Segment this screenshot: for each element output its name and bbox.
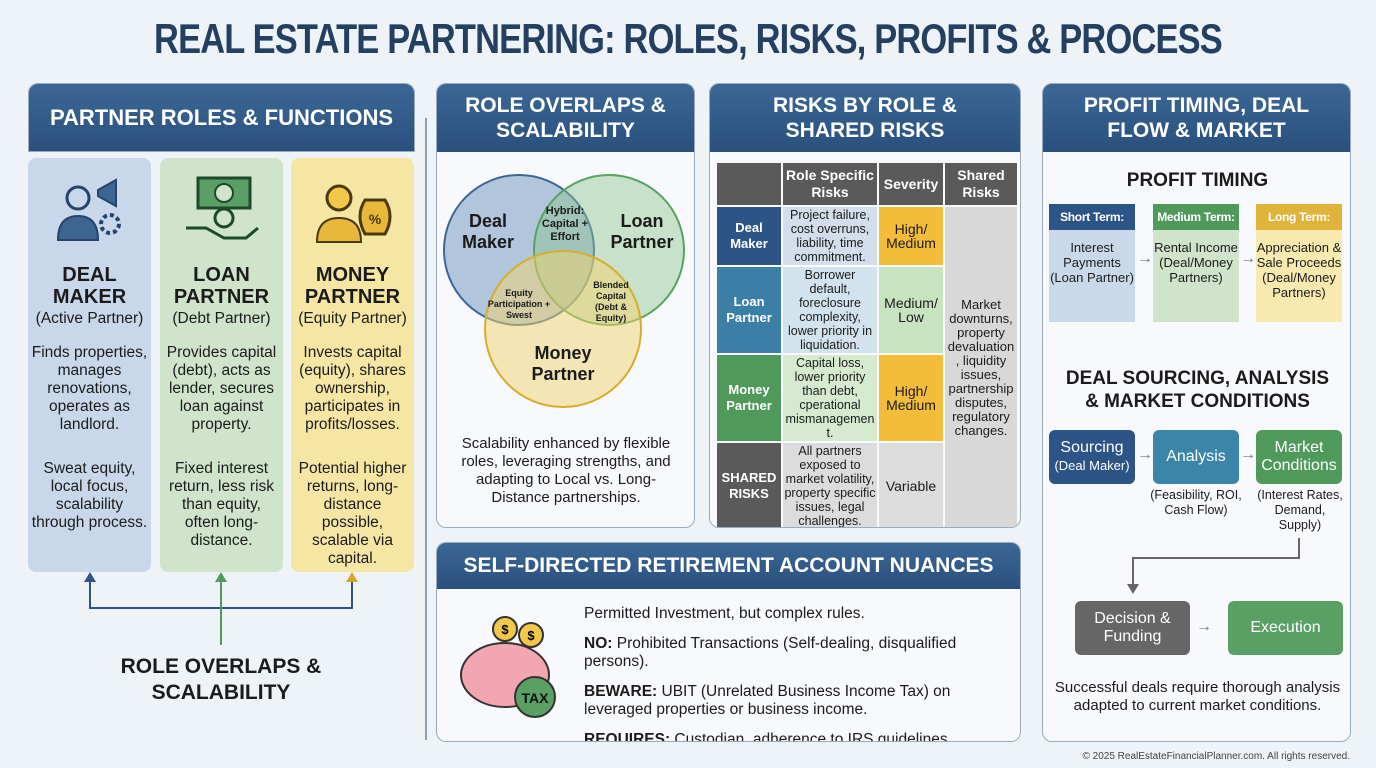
role-note: Potential higher returns, long-distance … — [298, 460, 407, 567]
sdira-panel: SELF-DIRECTED RETIREMENT ACCOUNT NUANCES… — [436, 542, 1021, 742]
profit-header: PROFIT TIMING, DEAL FLOW & MARKET — [1043, 84, 1350, 152]
risks-panel: RISKS BY ROLE & SHARED RISKS Role Specif… — [709, 83, 1021, 528]
profit-panel: PROFIT TIMING, DEAL FLOW & MARKET PROFIT… — [1042, 83, 1351, 742]
venn-overlap-label: Equity Participation + Swest — [487, 288, 551, 320]
deal-sourcing-title: DEAL SOURCING, ANALYSIS & MARKET CONDITI… — [1065, 368, 1330, 412]
sdira-line: BEWARE: UBIT (Unrelated Business Income … — [584, 683, 951, 718]
role-overlaps-label: ROLE OVERLAPS & SCALABILITY — [120, 655, 322, 704]
deal-maker-megaphone-gear-icon — [56, 178, 121, 241]
role-title: PARTNER — [173, 286, 270, 308]
venn-circle-money-partner — [484, 250, 642, 408]
arrow-icon: → — [1137, 250, 1153, 267]
deal-summary-text: Successful deals require thorough analys… — [1054, 679, 1341, 714]
step-decision-funding: Decision & Funding — [1075, 601, 1190, 655]
scalability-text: Scalability enhanced by flexible roles, … — [461, 435, 671, 506]
role-title: PARTNER — [304, 286, 401, 308]
role-description: Invests capital (equity), shares ownersh… — [299, 344, 406, 433]
venn-label: Money Partner — [531, 343, 595, 384]
shared-risks-cell: Market downturns, property devaluation, … — [945, 207, 1017, 527]
market-note: (Interest Rates, Demand, Supply) — [1257, 488, 1343, 532]
venn-overlap-label: Hybrid: Capital + Effort — [541, 205, 589, 243]
role-subtitle: (Debt Partner) — [172, 310, 271, 327]
column-header: Severity — [879, 163, 943, 205]
role-title: MONEY — [315, 264, 390, 286]
copyright: © 2025 RealEstateFinancialPlanner.com. A… — [1082, 751, 1350, 762]
role-description: Finds properties, manages renovations, o… — [31, 344, 148, 433]
role-note: Sweat equity, local focus, scalability t… — [31, 460, 148, 531]
role-note: Fixed interest return, less risk than eq… — [168, 460, 275, 549]
venn-diagram — [443, 174, 685, 408]
step-analysis: Analysis — [1153, 430, 1239, 484]
investor-money-bag-icon: % — [315, 184, 392, 243]
sdira-header: SELF-DIRECTED RETIREMENT ACCOUNT NUANCES — [437, 543, 1020, 589]
overlap-arrows — [84, 572, 358, 645]
sdira-text: Permitted Investment, but complex rules.… — [584, 605, 1014, 742]
role-title: MAKER — [52, 286, 127, 308]
role-overlaps-header: ROLE OVERLAPS & SCALABILITY — [437, 84, 694, 152]
term-short: Short Term:Interest Payments (Loan Partn… — [1049, 204, 1135, 322]
partner-roles-header: PARTNER ROLES & FUNCTIONS — [29, 84, 414, 151]
svg-text:$: $ — [501, 622, 509, 637]
column-header: Role Specific Risks — [783, 163, 877, 205]
role-overlaps-panel: ROLE OVERLAPS & SCALABILITY Deal Maker L… — [436, 83, 695, 528]
hand-money-icon — [186, 176, 259, 240]
risks-header: RISKS BY ROLE & SHARED RISKS — [710, 84, 1020, 152]
tax-label: TAX — [522, 690, 550, 706]
arrow-icon: → — [1240, 250, 1256, 267]
role-subtitle: (Active Partner) — [35, 310, 144, 327]
role-description: Provides capital (debt), acts as lender,… — [166, 344, 277, 433]
term-long: Long Term:Appreciation & Sale Proceeds (… — [1256, 204, 1342, 322]
venn-label: Loan Partner — [610, 211, 674, 252]
role-title: LOAN — [193, 264, 250, 286]
piggy-bank-tax-icon: $ $ TAX — [460, 616, 556, 718]
svg-text:$: $ — [527, 628, 535, 643]
partner-roles-panel: PARTNER ROLES & FUNCTIONS — [28, 83, 415, 152]
venn-overlap-label: Blended Capital (Debt & Equity) — [593, 280, 629, 323]
venn-label: Deal Maker — [461, 211, 515, 252]
term-medium: Medium Term:Rental Income (Deal/Money Pa… — [1153, 204, 1239, 322]
profit-timing-title: PROFIT TIMING — [1126, 170, 1269, 191]
sdira-line: NO: Prohibited Transactions (Self-dealin… — [584, 635, 957, 670]
arrow-icon: → — [1240, 446, 1256, 463]
analysis-note: (Feasibility, ROI, Cash Flow) — [1150, 488, 1242, 517]
divider — [425, 118, 427, 740]
page-title: REAL ESTATE PARTNERING: ROLES, RISKS, PR… — [154, 15, 1223, 62]
sdira-line: REQUIRES: Custodian, adherence to IRS gu… — [584, 731, 952, 742]
step-sourcing: Sourcing(Deal Maker) — [1049, 430, 1135, 484]
step-execution: Execution — [1228, 601, 1343, 655]
step-market-conditions: Market Conditions — [1256, 430, 1342, 484]
arrow-icon: → — [1137, 446, 1153, 463]
sdira-line: Permitted Investment, but complex rules. — [584, 605, 865, 622]
column-header: Shared Risks — [945, 163, 1017, 205]
arrow-icon: → — [1196, 618, 1212, 635]
role-subtitle: (Equity Partner) — [298, 310, 407, 327]
flow-connector — [1127, 538, 1300, 594]
svg-text:%: % — [369, 211, 382, 227]
role-title: DEAL — [62, 264, 117, 286]
